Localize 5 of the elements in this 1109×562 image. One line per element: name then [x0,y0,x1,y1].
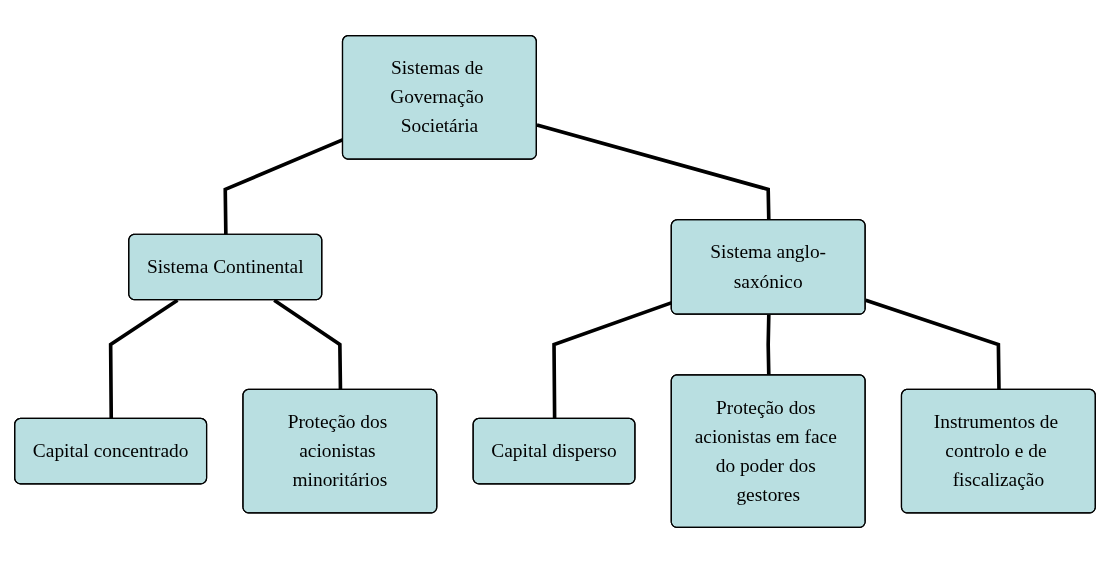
connector [864,298,1001,390]
connector [108,298,178,419]
connector [272,298,342,390]
connector [535,122,771,220]
connector [765,314,771,375]
